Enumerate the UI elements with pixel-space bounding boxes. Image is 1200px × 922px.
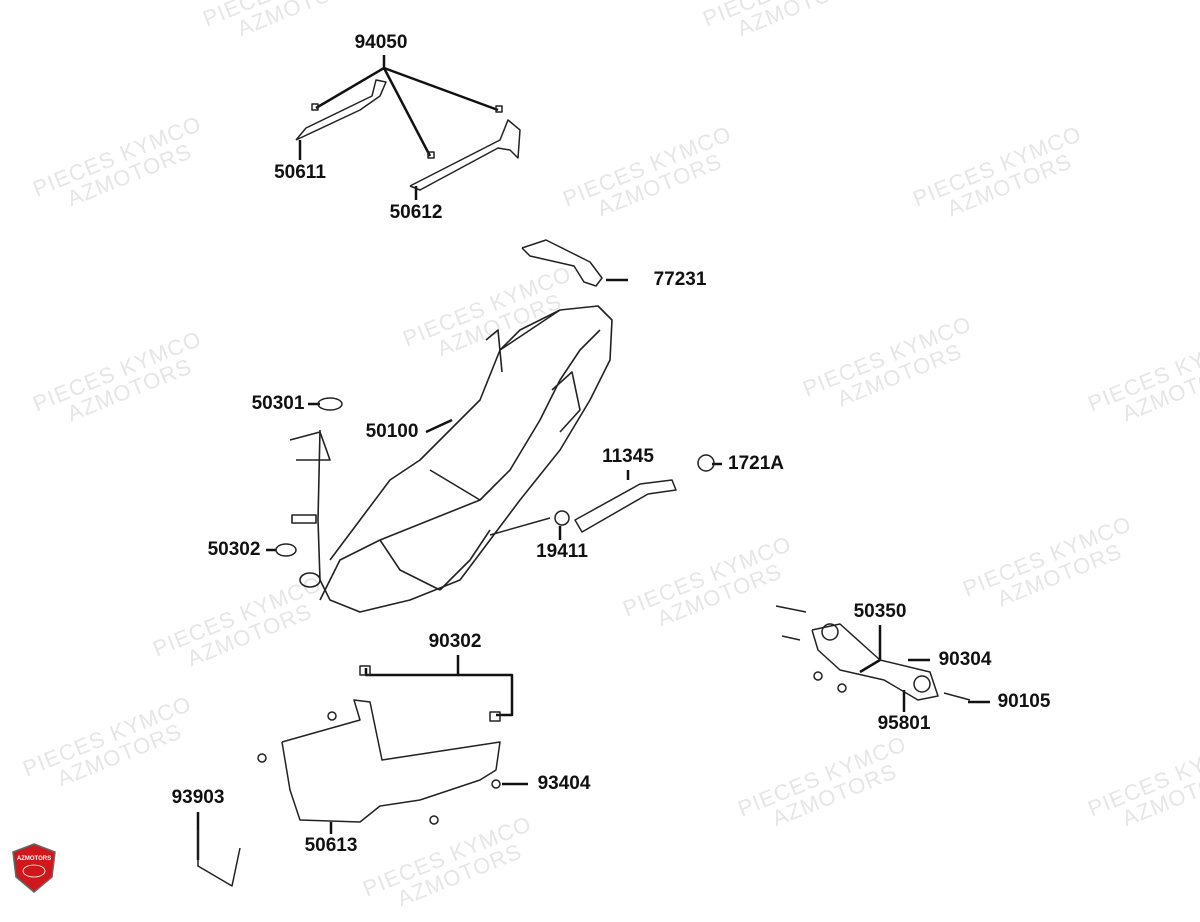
- part-ref-label[interactable]: 11345: [602, 446, 654, 467]
- part-ref-label[interactable]: 50301: [251, 393, 305, 414]
- part-ref-label[interactable]: 50350: [853, 601, 907, 622]
- part-ref-label[interactable]: 95801: [877, 713, 931, 734]
- clamp-19411: [489, 510, 570, 536]
- part-ref-label[interactable]: 50611: [274, 162, 326, 183]
- part-ref-label[interactable]: 50100: [365, 421, 419, 442]
- part-ref-label[interactable]: 1721A: [728, 453, 784, 474]
- azmotors-logo: AZMOTORS: [12, 843, 56, 893]
- part-93903: [197, 830, 241, 887]
- part-ref-label[interactable]: 90302: [428, 631, 482, 652]
- part-50302: [275, 543, 297, 557]
- bracket-50612: [409, 105, 521, 191]
- part-ref-label[interactable]: 93404: [537, 773, 591, 794]
- svg-text:AZMOTORS: AZMOTORS: [17, 856, 51, 862]
- bracket-77231: [521, 239, 603, 287]
- bracket-50611: [295, 79, 387, 141]
- hose-11345: [574, 479, 677, 533]
- part-ref-label[interactable]: 94050: [354, 32, 408, 53]
- part-50301: [317, 397, 343, 411]
- parts-drawing: [196, 55, 990, 887]
- part-ref-label[interactable]: 90304: [938, 649, 992, 670]
- cover-50613: [257, 665, 501, 825]
- part-ref-label[interactable]: 90105: [997, 691, 1051, 712]
- part-ref-label[interactable]: 50613: [304, 835, 358, 856]
- part-ref-label[interactable]: 77231: [653, 269, 707, 290]
- part-ref-label[interactable]: 50612: [389, 202, 443, 223]
- part-ref-label[interactable]: 19411: [536, 541, 588, 562]
- part-ref-label[interactable]: 93903: [171, 787, 225, 808]
- part-ref-label[interactable]: 50302: [207, 539, 261, 560]
- frame-50100: [289, 305, 613, 613]
- hanger-50350: [775, 605, 971, 701]
- clamp-1721A: [697, 454, 715, 472]
